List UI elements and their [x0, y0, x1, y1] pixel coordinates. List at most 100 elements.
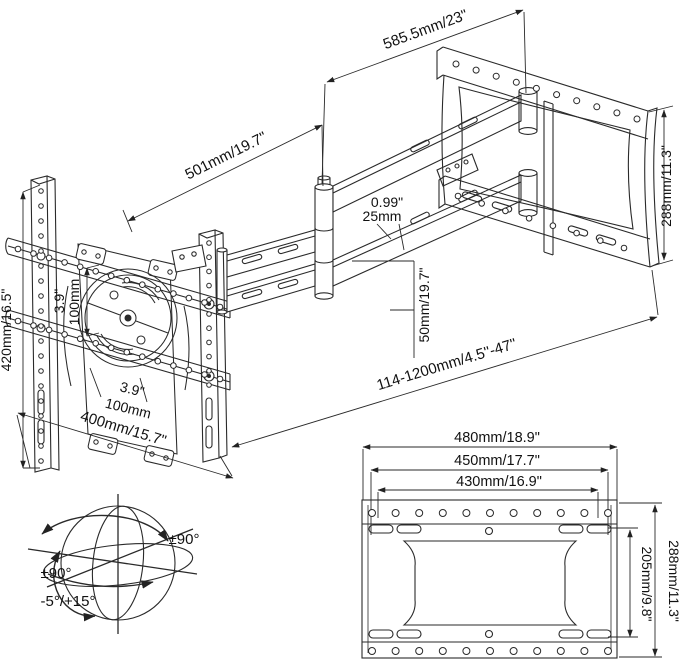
hole: [38, 248, 44, 254]
hole: [556, 647, 565, 655]
iso-dimension-lines: [16, 9, 674, 479]
hole: [154, 357, 162, 365]
hole: [415, 509, 424, 517]
hole: [201, 371, 208, 378]
hole: [462, 509, 471, 517]
hole: [525, 215, 533, 222]
hole: [38, 398, 44, 404]
hole: [391, 509, 400, 517]
hole: [38, 308, 44, 314]
hole: [533, 509, 542, 517]
hole: [216, 375, 224, 383]
hole: [107, 344, 115, 352]
hole: [185, 294, 193, 302]
hole: [123, 348, 131, 356]
hole: [492, 72, 500, 80]
hole: [107, 272, 115, 280]
hole: [38, 443, 44, 449]
mounting-holes: [14, 60, 641, 655]
hole: [633, 115, 641, 123]
dim-vesa-vertical-mm: 100mm: [66, 279, 82, 326]
hole: [76, 335, 84, 343]
wall-plate-front-view: [361, 499, 618, 659]
hole: [123, 276, 131, 284]
hole: [38, 458, 44, 464]
hole: [92, 268, 99, 275]
hole: [556, 509, 565, 517]
hole: [139, 353, 146, 361]
dim-vesa-vertical-inch: 3.9": [51, 289, 67, 313]
hole: [462, 647, 471, 655]
hole: [472, 66, 480, 74]
hole: [45, 254, 53, 262]
hole: [92, 340, 99, 347]
dim-front-height-outer: 288mm/11.3": [666, 540, 679, 622]
hole: [368, 509, 376, 517]
hole: [206, 297, 212, 303]
hole: [509, 509, 518, 517]
hole: [206, 368, 212, 374]
hole: [604, 509, 612, 517]
hole: [452, 60, 460, 68]
label-tilt-angle: -5°/+15°: [41, 593, 96, 610]
hole: [573, 229, 580, 237]
wall-plate-iso: [436, 46, 660, 268]
hole: [486, 509, 494, 517]
hole: [38, 338, 44, 344]
label-swivel-angle: ±90°: [169, 531, 200, 548]
hole: [206, 240, 212, 246]
dim-arm-thickness-inch: 0.99": [371, 194, 403, 210]
hole: [38, 383, 44, 389]
dim-front-width-outer: 480mm/18.9": [454, 430, 540, 446]
dim-arm-thickness-mm: 25mm: [363, 208, 402, 224]
hole: [201, 299, 208, 306]
hole: [30, 322, 37, 329]
hole: [139, 281, 146, 289]
hole: [206, 353, 212, 360]
hole: [478, 200, 486, 207]
label-rotation-angle: ±90°: [41, 565, 72, 582]
dim-extension-range: 114-1200mm/4.5''-47'': [375, 335, 519, 394]
hole: [206, 268, 212, 275]
hole: [14, 245, 22, 253]
dim-arm-profile-height: 50mm/19.7": [416, 267, 432, 342]
hole: [573, 97, 581, 105]
hole: [38, 413, 44, 419]
hole: [185, 366, 193, 374]
hole: [38, 218, 44, 224]
hole: [415, 647, 424, 655]
hole: [38, 203, 44, 209]
dim-vesa-horizontal-inch: 3.9": [118, 378, 146, 399]
hole: [38, 323, 44, 329]
hole: [206, 311, 212, 317]
hole: [620, 244, 628, 252]
hole: [368, 647, 376, 655]
hole: [216, 303, 224, 311]
hole: [502, 207, 509, 215]
hole: [532, 84, 540, 92]
hole: [580, 509, 589, 517]
hole: [553, 91, 561, 99]
hole: [38, 368, 44, 374]
dim-tv-bracket-height: 420mm/16.5": [0, 289, 14, 372]
hole: [206, 382, 212, 388]
hole: [38, 233, 44, 239]
hole: [593, 103, 601, 111]
hole: [438, 509, 447, 517]
hole: [38, 293, 44, 299]
hole: [154, 285, 162, 293]
hole: [170, 290, 177, 297]
dim-front-height-inner: 205mm/9.8": [639, 546, 655, 621]
dim-front-width-inner: 430mm/16.9": [456, 474, 542, 490]
hole: [38, 353, 44, 359]
hole: [38, 278, 44, 284]
dim-wall-plate-height-iso: 288mm/11.3": [658, 145, 674, 227]
front-dimension-lines: [362, 444, 662, 658]
hole: [206, 325, 212, 332]
hole: [509, 647, 518, 655]
hole: [613, 109, 621, 117]
hole: [38, 263, 44, 269]
hole: [206, 282, 212, 289]
